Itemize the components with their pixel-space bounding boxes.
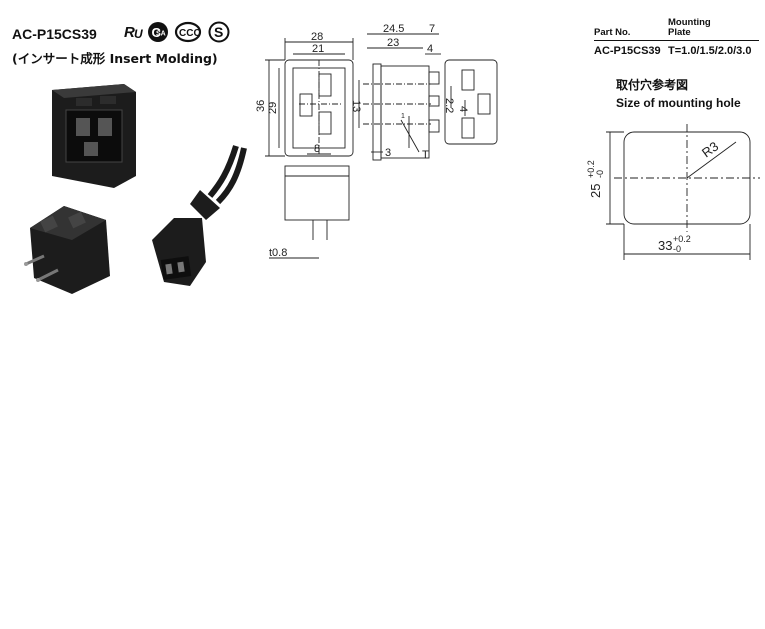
csa-icon: C SA — [148, 22, 168, 42]
bottom-dim-t08: t0.8 — [269, 247, 287, 259]
svg-text:CCC: CCC — [179, 28, 201, 39]
side-dim-2-2: 2.2 — [443, 98, 455, 113]
product-title: AC-P15CS39 — [12, 26, 97, 42]
side-dim-23: 23 — [387, 37, 399, 49]
ccc-icon: CCC — [174, 21, 202, 43]
svg-text:S: S — [214, 24, 223, 40]
side-dim-3: 3 — [385, 147, 391, 159]
side-dim-4-top: 4 — [427, 43, 433, 55]
mounting-hole-width-tol-plus: +0.2 — [673, 234, 691, 244]
power-cord-plug-photo — [152, 145, 247, 286]
socket-front-photo — [52, 84, 136, 188]
front-dim-8: 8 — [314, 143, 320, 155]
header-mounting-plate: Mounting Plate — [668, 17, 711, 38]
mounting-hole-height-tol-minus: -0 — [595, 170, 605, 178]
front-dim-36: 36 — [255, 100, 267, 112]
mounting-hole-width: 33 — [658, 238, 672, 253]
mounting-hole-drawing: R3 25 +0.2 -0 33 +0.2 -0 — [586, 124, 760, 260]
mounting-hole-title-jp: 取付穴参考図 — [616, 78, 689, 92]
front-dim-29: 29 — [267, 102, 279, 114]
product-photos — [24, 84, 247, 294]
cell-part-no: AC-P15CS39 — [594, 45, 661, 57]
svg-text:R: R — [124, 24, 135, 41]
mounting-hole-title-en: Size of mounting hole — [616, 96, 741, 110]
mounting-hole-height: 25 — [588, 184, 603, 198]
side-view: 24.5 7 23 4 2.2 4 3 1 T — [363, 23, 469, 161]
front-view: 28 21 36 29 13 8 — [255, 31, 362, 157]
bottom-view: t0.8 — [269, 165, 350, 259]
front-dim-21: 21 — [312, 43, 324, 55]
side-dim-4-right: 4 — [457, 106, 469, 112]
side-dim-t: T — [422, 149, 429, 161]
svg-text:U: U — [134, 27, 143, 41]
socket-rear-photo — [24, 206, 110, 294]
front-dim-28: 28 — [311, 31, 323, 43]
side-dim-24-5: 24.5 — [383, 23, 404, 35]
cell-mounting-plate: T=1.0/1.5/2.0/3.0 — [668, 45, 752, 57]
rear-view — [444, 59, 498, 145]
ul-recognized-icon: R U — [124, 24, 143, 41]
mounting-hole-radius: R3 — [699, 139, 721, 161]
svg-text:C: C — [152, 25, 162, 40]
mounting-hole-width-tol-minus: -0 — [673, 244, 681, 254]
technical-drawing: 28 21 36 29 13 8 t0.8 — [255, 23, 498, 259]
svg-text:SA: SA — [156, 31, 166, 38]
front-dim-13: 13 — [350, 100, 362, 112]
side-dim-1: 1 — [401, 113, 405, 120]
header-part-no: Part No. — [594, 27, 631, 38]
side-dim-7: 7 — [429, 23, 435, 35]
spec-table: Part No. Mounting Plate AC-P15CS39 T=1.0… — [594, 18, 759, 57]
certification-logos: R U C SA CCC S — [124, 21, 230, 43]
mounting-hole-height-tol-plus: +0.2 — [586, 160, 596, 178]
s-mark-icon: S — [208, 21, 230, 43]
product-subtitle: (インサート成形 Insert Molding) — [12, 51, 218, 66]
